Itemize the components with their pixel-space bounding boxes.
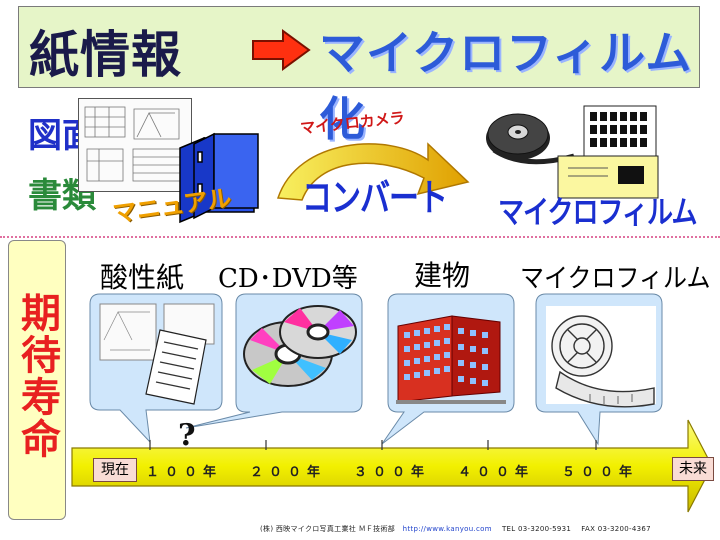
lifespan-scroll: [8, 240, 66, 520]
timeline-future-label: 未来: [672, 457, 714, 481]
office-building-icon: [396, 315, 506, 404]
microfilm-heading: マイクロフィルム: [520, 262, 711, 294]
microfilm-label: マイクロフィルム: [498, 195, 697, 232]
footer-tel: TEL 03-3200-5931: [501, 525, 572, 533]
timeline-ticks: [149, 440, 597, 450]
microfilm-reel-icon: [546, 306, 656, 408]
convert-label: コンバート: [302, 176, 448, 221]
microfilm-reel-fiche-icon: [486, 105, 659, 199]
acid-paper-documents-icon: [99, 303, 215, 405]
title-arrow-icon: [252, 29, 311, 71]
footer-company: (株) 西映マイクロ写真工業社 ＭＦ技術部: [260, 525, 396, 533]
footer-url[interactable]: http://www.kanyou.com: [402, 525, 492, 533]
timeline-now-label: 現在: [93, 458, 137, 482]
cd-dvd-discs-icon: [243, 305, 357, 387]
unknown-lifespan-mark: ?: [178, 418, 196, 453]
blueprint-drawing-icon: [78, 98, 192, 192]
tick-100-years: １００年: [146, 465, 223, 480]
cd-dvd-heading: CD･DVD等: [218, 264, 358, 294]
title-paper-info: 紙情報: [29, 26, 182, 84]
expected-lifespan-label: 期待寿命: [14, 292, 60, 460]
section-divider: [0, 236, 720, 238]
title-banner: 紙情報 マイクロフィルム化: [18, 6, 700, 146]
tick-300-years: ３００年: [354, 465, 431, 480]
convert-arrow-icon: [276, 142, 470, 201]
title-microfilming: マイクロフィルム化: [319, 26, 693, 146]
footer-contact: (株) 西映マイクロ写真工業社 ＭＦ技術部 http://www.kanyou.…: [260, 524, 651, 534]
footer-fax: FAX 03-3200-4367: [581, 525, 651, 533]
tick-400-years: ４００年: [458, 465, 535, 480]
binders-icon: [179, 132, 259, 224]
timeline-arrow-icon: [71, 419, 713, 513]
tick-200-years: ２００年: [250, 465, 327, 480]
tick-500-years: ５００年: [562, 465, 639, 480]
building-heading: 建物: [414, 259, 471, 292]
acid-paper-heading: 酸性紙: [100, 261, 185, 294]
